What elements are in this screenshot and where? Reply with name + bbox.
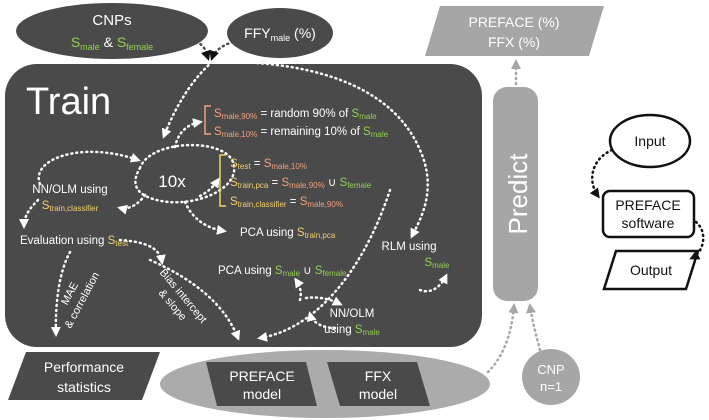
nnolm-male-set: using Smale bbox=[324, 324, 380, 337]
nnolm-male-label: NN/OLM bbox=[330, 308, 375, 320]
ffy-input-ellipse bbox=[227, 8, 333, 58]
nnolm-classifier-label: NN/OLM using bbox=[32, 184, 107, 196]
evaluation-label: Evaluation using Stest bbox=[20, 235, 129, 248]
arrow-loop-to-subsets bbox=[198, 177, 220, 198]
ffx-model-line2: model bbox=[359, 386, 397, 402]
cnp-line1: CNP bbox=[537, 362, 564, 377]
arrow-pca-full-up bbox=[294, 277, 305, 302]
ten-x-label: 10x bbox=[158, 172, 186, 191]
arrow-loop-to-nnolm bbox=[117, 193, 147, 215]
arrow-cnps-to-train bbox=[194, 40, 211, 61]
split-bracket bbox=[204, 105, 211, 135]
arrow-evaluation-to-bias bbox=[148, 258, 241, 341]
performance-line1: Performance bbox=[44, 359, 124, 375]
arrow-inputs-to-split bbox=[161, 60, 214, 139]
nnolm-classifier-set: Strain,classifier bbox=[42, 200, 99, 213]
arrow-evaluation-to-mae bbox=[50, 250, 72, 337]
predict-panel bbox=[493, 87, 538, 301]
arrow-nnolm-to-loop bbox=[37, 150, 141, 186]
cnp-line2: n=1 bbox=[540, 379, 562, 394]
legend-arrow-software-to-output bbox=[689, 220, 705, 260]
arrow-inputs-to-rlm bbox=[210, 60, 429, 239]
cnp-input-ellipse bbox=[522, 349, 580, 405]
ffx-model-line1: FFX bbox=[365, 368, 392, 384]
train-pca-definition: Strain,pca = Smale,90% ∪ Sfemale bbox=[230, 177, 372, 190]
legend-software-line1: PREFACE bbox=[615, 197, 680, 213]
legend-input-label: Input bbox=[634, 133, 665, 149]
legend-software-box bbox=[601, 189, 696, 239]
preface-model-line1: PREFACE bbox=[229, 368, 294, 384]
arrow-ffy-to-train bbox=[209, 40, 235, 61]
arrow-nnolm-to-evaluation bbox=[19, 198, 40, 229]
arrow-cnp-to-predict bbox=[526, 303, 542, 352]
train-classifier-definition: Strain,classifier = Smale,90% bbox=[230, 196, 343, 209]
rlm-label: RLM using bbox=[382, 241, 437, 253]
legend-software-line2: software bbox=[622, 215, 675, 231]
preface-model-line2: model bbox=[243, 386, 281, 402]
legend-input-ellipse bbox=[608, 113, 692, 169]
ffy-label: FFYmale (%) bbox=[244, 25, 316, 43]
arrow-loop-to-split bbox=[173, 118, 203, 149]
output-preface-percent: PREFACE (%) bbox=[468, 14, 559, 30]
pca-full-label: PCA using Smale ∪ Sfemale bbox=[218, 265, 347, 278]
train-panel bbox=[5, 64, 482, 347]
performance-statistics-shape bbox=[8, 352, 160, 400]
arrow-pca-to-nnolm bbox=[304, 296, 343, 306]
cnps-title: CNPs bbox=[92, 12, 131, 29]
output-ffx-percent: FFX (%) bbox=[488, 34, 540, 50]
models-ellipse bbox=[160, 350, 490, 418]
test-set-definition: Stest = Smale,10% bbox=[230, 158, 307, 171]
train-title: Train bbox=[26, 81, 111, 123]
arrow-rlm-to-predict bbox=[418, 273, 448, 293]
cnps-input-ellipse bbox=[16, 3, 208, 59]
legend-arrow-input-to-software bbox=[589, 148, 614, 199]
performance-line2: statistics bbox=[57, 379, 111, 395]
predict-title: Predict bbox=[503, 153, 533, 235]
ten-x-loop-ellipse bbox=[134, 143, 236, 204]
subset-bracket bbox=[219, 154, 226, 207]
prediction-output-shape bbox=[425, 6, 604, 56]
legend-output-shape bbox=[602, 249, 700, 291]
preface-model-shape bbox=[206, 362, 317, 406]
split-90-line: Smale,90% = random 90% of Smale bbox=[214, 108, 377, 121]
pca-train-label: PCA using Strain,pca bbox=[240, 227, 336, 240]
arrow-models-to-predict bbox=[486, 303, 519, 374]
cnps-subtitle: Smale & Sfemale bbox=[71, 34, 153, 52]
legend-output-label: Output bbox=[630, 262, 672, 278]
arrow-cross-to-model bbox=[257, 188, 392, 342]
arrow-nnolm-to-model bbox=[306, 311, 337, 330]
ffx-model-shape bbox=[327, 362, 430, 406]
rlm-set: Smale bbox=[424, 257, 450, 270]
arrow-evaluation-to-loop bbox=[118, 238, 166, 265]
split-10-line: Smale,10% = remaining 10% of Smale bbox=[214, 126, 389, 139]
arrow-loop-to-pca bbox=[183, 200, 227, 235]
